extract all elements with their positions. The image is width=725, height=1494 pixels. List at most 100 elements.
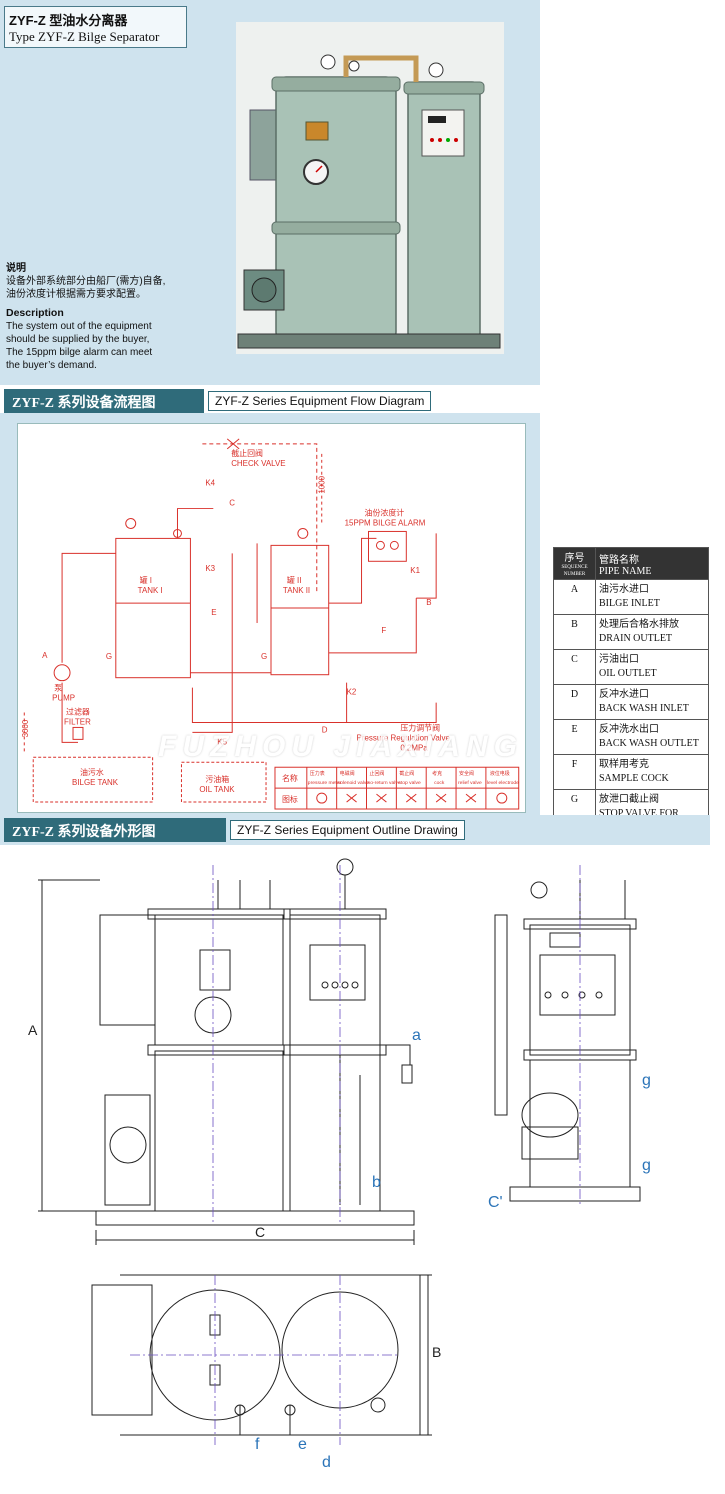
- bilge-alarm-label-zh: 油份浓度计: [365, 508, 405, 518]
- product-title-zh: ZYF-Z 型油水分离器: [9, 13, 128, 28]
- flow-label-b: B: [426, 598, 431, 607]
- flow-label-f: F: [381, 626, 386, 635]
- description-text-en-1: The system out of the equipment: [6, 321, 152, 332]
- description-heading-en: Description: [6, 307, 64, 319]
- pipe-table-head-code: 序号 SEQUENCE NUMBER: [553, 547, 596, 580]
- dimension-b-label: B: [432, 1344, 441, 1360]
- outline-section-title-en: ZYF-Z Series Equipment Outline Drawing: [230, 820, 465, 840]
- product-photo: [236, 22, 504, 354]
- legend-cock-zh: 考克: [432, 771, 442, 777]
- outline-section-title-zh: ZYF-Z 系列设备外形图: [4, 818, 226, 842]
- filter-label-zh: 过滤器: [66, 707, 90, 717]
- legend-no-return-valve-en: no-return valve: [368, 780, 401, 786]
- flow-label-k5: K5: [217, 737, 227, 746]
- pipe-table-head-code-en: SEQUENCE NUMBER: [561, 565, 588, 577]
- pipe-name-zh: 反冲洗水出口: [599, 724, 659, 735]
- port-b-label: b: [372, 1174, 381, 1191]
- bilge-tank-label-zh: 油污水: [80, 767, 104, 777]
- flow-diagram-band: 截止回阀 CHECK VALVE 油份浓度计 15PPM BILGE ALARM…: [0, 413, 540, 815]
- flow-label-e: E: [211, 608, 216, 617]
- pipe-name: 反冲洗水出口 BACK WASH OUTLET: [595, 719, 709, 755]
- pipe-name: 污油出口 OIL OUTLET: [595, 649, 709, 685]
- pipe-code: C: [553, 649, 596, 685]
- pipe-name-zh: 反冲水进口: [599, 689, 649, 700]
- outline-section-header: ZYF-Z 系列设备外形图 ZYF-Z Series Equipment Out…: [4, 818, 474, 842]
- pipe-name-zh: 放泄口截止阀: [599, 794, 659, 805]
- check-valve-label-zh: 截止回阀: [231, 448, 263, 458]
- bilge-alarm-label-en: 15PPM BILGE ALARM: [345, 518, 426, 527]
- pipe-name-zh: 污油出口: [599, 654, 639, 665]
- table-row: E 反冲洗水出口 BACK WASH OUTLET: [553, 719, 709, 755]
- bilge-tank-label-en: BILGE TANK: [72, 778, 119, 787]
- table-row: D 反冲水进口 BACK WASH INLET: [553, 684, 709, 720]
- tank-2-label-en: TANK II: [283, 586, 310, 595]
- port-f-label: f: [255, 1436, 260, 1453]
- flow-section-title-en: ZYF-Z Series Equipment Flow Diagram: [208, 391, 432, 411]
- legend-relief-valve-zh: 安全阀: [459, 770, 474, 777]
- flow-label-g-2: G: [261, 652, 267, 661]
- product-title-box: ZYF-Z 型油水分离器 Type ZYF-Z Bilge Separator: [4, 6, 187, 48]
- pipe-name-en: SAMPLE COCK: [599, 773, 669, 784]
- pipe-name-en: BACK WASH OUTLET: [599, 738, 699, 749]
- flow-label-k3: K3: [205, 564, 215, 573]
- legend-no-return-valve-zh: 止回阀: [369, 770, 384, 777]
- pipe-code: A: [553, 579, 596, 615]
- pipe-name: 处理后合格水排放 DRAIN OUTLET: [595, 614, 709, 650]
- pipe-name-en: BILGE INLET: [599, 598, 660, 609]
- outline-drawing: A C B a b C' g g f e d: [28, 858, 651, 1471]
- port-e-label: e: [298, 1436, 307, 1453]
- outline-drawing-panel: A C B a b C' g g f e d: [0, 845, 710, 1489]
- pipe-code: F: [553, 754, 596, 790]
- legend-icon-label: 图标: [282, 794, 298, 804]
- description-text-en-4: the buyer’s demand.: [6, 360, 97, 371]
- flow-label-c: C: [229, 499, 235, 508]
- pipe-table-header-row: 序号 SEQUENCE NUMBER 管路名称 PIPE NAME: [553, 547, 709, 580]
- pipe-code: D: [553, 684, 596, 720]
- legend-solenoid-valve-en: solenoid valve: [338, 780, 370, 786]
- legend-pressure-meter-en: pressure meter: [308, 780, 342, 786]
- pipe-name-zh: 取样用考克: [599, 759, 649, 770]
- tank-1-label-en: TANK I: [138, 586, 163, 595]
- pipe-name-table: 序号 SEQUENCE NUMBER 管路名称 PIPE NAME A 油污水进…: [553, 547, 709, 839]
- prv-label-en: Pressure Regulation Valve: [357, 733, 451, 742]
- pipe-code: B: [553, 614, 596, 650]
- pipe-name-en: DRAIN OUTLET: [599, 633, 673, 644]
- pump-label-zh: 泵: [54, 684, 62, 693]
- product-title-en: Type ZYF-Z Bilge Separator: [9, 29, 160, 44]
- prv-label-zh: 压力调节阀: [400, 722, 440, 732]
- pipe-code: E: [553, 719, 596, 755]
- check-valve-label-en: CHECK VALVE: [231, 459, 285, 468]
- flow-section-header: ZYF-Z 系列设备流程图 ZYF-Z Series Equipment Flo…: [4, 389, 434, 413]
- table-row: B 处理后合格水排放 DRAIN OUTLET: [553, 614, 709, 650]
- flow-label-k1: K1: [410, 566, 420, 575]
- pipe-name-zh: 处理后合格水排放: [599, 619, 679, 630]
- flow-label-d: D: [322, 725, 328, 734]
- flow-label-k4: K4: [205, 479, 215, 488]
- flow-diagram: 截止回阀 CHECK VALVE 油份浓度计 15PPM BILGE ALARM…: [17, 423, 526, 813]
- pump-label-en: PUMP: [52, 694, 75, 703]
- pipe-table-head-name-zh: 管路名称: [599, 554, 639, 566]
- dimension-a-label: A: [28, 1022, 38, 1038]
- oil-tank-label-zh: 污油箱: [205, 774, 229, 784]
- legend-relief-valve-en: relief valve: [458, 780, 482, 786]
- pipe-name-en: BACK WASH INLET: [599, 703, 689, 714]
- description-heading-zh: 说明: [6, 263, 26, 274]
- dimension-1000: 1000: [318, 475, 327, 493]
- legend-pressure-meter-zh: 压力表: [310, 770, 325, 777]
- port-a-label: a: [412, 1027, 421, 1044]
- watermark-text: FUZHOU JIAXIANG: [158, 730, 524, 763]
- legend-solenoid-valve-zh: 电磁阀: [340, 770, 355, 777]
- pipe-name-en: OIL OUTLET: [599, 668, 657, 679]
- pipe-table-head-name-en: PIPE NAME: [599, 565, 652, 577]
- tank-2-label-zh: 罐 II: [287, 575, 302, 585]
- description-text-en-3: The 15ppm bilge alarm can meet: [6, 347, 153, 358]
- description-block: 说明 设备外部系统部分由船厂(需方)自备, 油份浓度计根据需方要求配置。 Des…: [6, 262, 226, 372]
- prv-label-sub: 0.2MPa: [400, 743, 428, 752]
- pipe-name: 反冲水进口 BACK WASH INLET: [595, 684, 709, 720]
- legend-level-electrode-zh: 液位电极: [490, 770, 510, 777]
- table-row: C 污油出口 OIL OUTLET: [553, 649, 709, 685]
- flow-label-a: A: [42, 651, 48, 660]
- flow-section-title-zh: ZYF-Z 系列设备流程图: [4, 389, 204, 413]
